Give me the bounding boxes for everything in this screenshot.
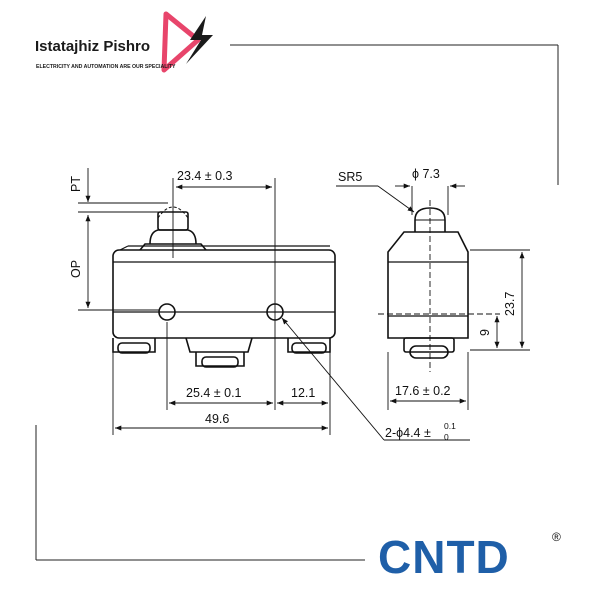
frame-lines bbox=[35, 44, 559, 561]
dim-edge-offset: 12.1 bbox=[291, 386, 315, 400]
side-view bbox=[387, 207, 469, 359]
brand-logo bbox=[161, 11, 213, 73]
brand-name: Istatajhiz Pishro bbox=[35, 38, 150, 55]
brand-tagline: ELECTRICITY AND AUTOMATION ARE OUR SPECI… bbox=[36, 64, 176, 70]
dim-side-width: 17.6 ± 0.2 bbox=[395, 384, 451, 398]
label-op: OP bbox=[69, 260, 83, 278]
mount-hole-left bbox=[158, 303, 176, 321]
terminal-right bbox=[287, 338, 331, 353]
dim-plunger-diameter: ϕ 7.3 bbox=[412, 167, 440, 181]
front-view bbox=[112, 206, 336, 368]
terminal-center bbox=[195, 352, 245, 367]
dim-side-height: 23.7 bbox=[503, 292, 517, 316]
manufacturer-logo: CNTD bbox=[378, 531, 510, 583]
dim-hole-spacing: 25.4 ± 0.1 bbox=[186, 386, 242, 400]
front-dimension-lines bbox=[78, 168, 385, 441]
registered-mark: ® bbox=[552, 530, 561, 544]
lightning-bolt-icon bbox=[186, 16, 213, 64]
side-plunger bbox=[414, 207, 446, 232]
dim-hole-callout-lower: 0 bbox=[444, 432, 449, 442]
side-body bbox=[387, 231, 469, 339]
side-terminal bbox=[403, 337, 455, 353]
dim-top-width: 23.4 ± 0.3 bbox=[177, 169, 233, 183]
dim-overall-length: 49.6 bbox=[205, 412, 229, 426]
switch-body bbox=[112, 249, 336, 339]
side-dimension-lines bbox=[336, 183, 530, 410]
dim-side-hole-height: 9 bbox=[478, 329, 492, 336]
brand-logo-icon bbox=[161, 11, 201, 73]
dim-hole-callout-upper: 0.1 bbox=[444, 421, 456, 431]
label-pt: PT bbox=[69, 176, 83, 192]
terminal-left bbox=[112, 338, 156, 353]
label-sr5: SR5 bbox=[338, 170, 362, 184]
dim-hole-callout: 2-ϕ4.4 ± bbox=[385, 426, 431, 440]
